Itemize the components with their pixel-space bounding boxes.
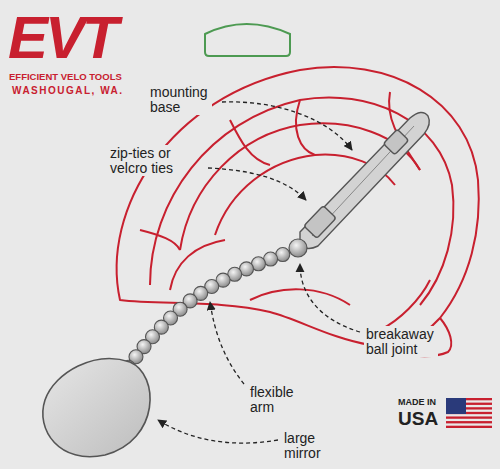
origin-label: USA bbox=[398, 409, 444, 429]
zip-tie bbox=[304, 206, 336, 239]
helmet-outline bbox=[117, 67, 479, 356]
mirror bbox=[43, 359, 150, 457]
flag-stripe bbox=[446, 416, 492, 418]
logo: EVT bbox=[8, 6, 148, 69]
hang-hole bbox=[205, 24, 290, 56]
us-flag bbox=[446, 398, 492, 428]
mounting-base bbox=[300, 112, 429, 248]
part-label: flexible arm bbox=[248, 384, 298, 415]
part-label: mounting base bbox=[148, 84, 212, 115]
flag-stripe bbox=[446, 421, 492, 423]
part-label: zip-ties or velcro ties bbox=[108, 145, 178, 176]
flag-canton bbox=[446, 398, 466, 414]
flag-stripe bbox=[446, 426, 492, 428]
flexible-arm bbox=[121, 248, 289, 375]
zip-tie bbox=[383, 129, 408, 155]
company-name: EFFICIENT VELO TOOLS bbox=[9, 72, 169, 82]
part-label: large mirror bbox=[282, 430, 325, 461]
origin-label: MADE IN bbox=[398, 398, 444, 407]
part-label: breakaway ball joint bbox=[364, 326, 438, 357]
leader-line bbox=[158, 102, 360, 443]
ball-joint bbox=[289, 239, 307, 257]
